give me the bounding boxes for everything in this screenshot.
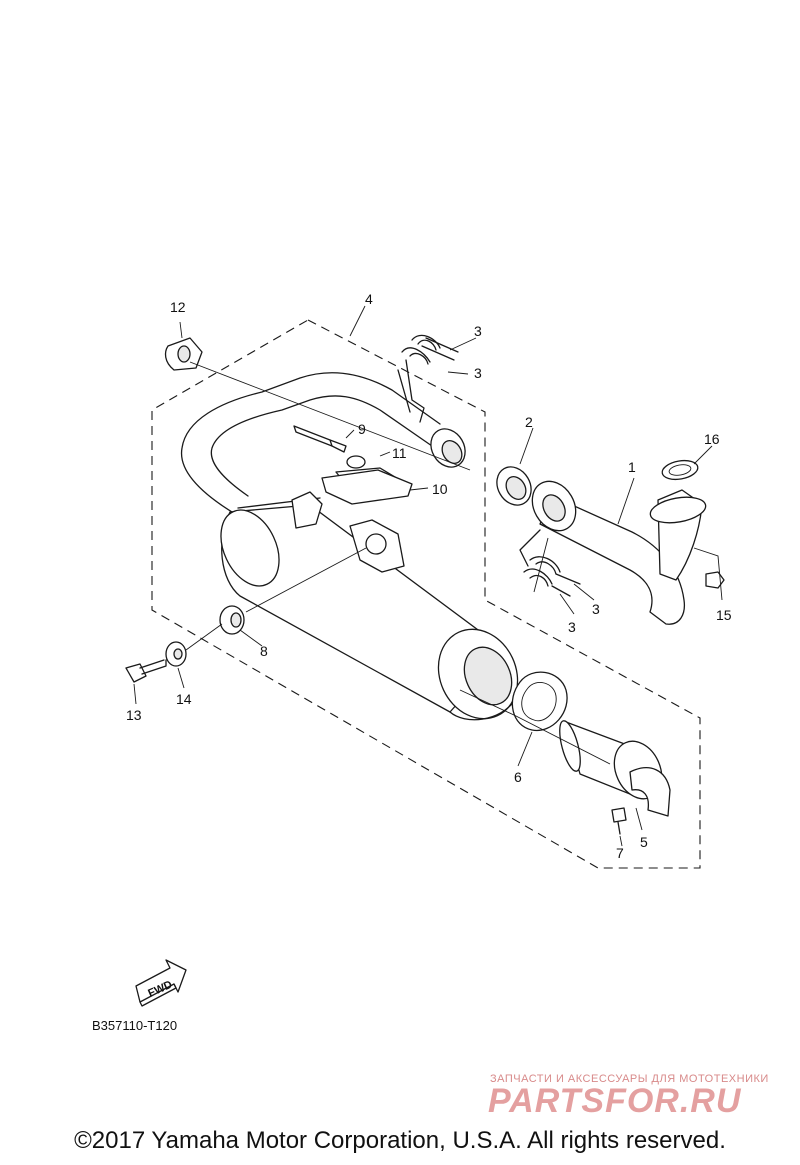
bolt-7 — [611, 807, 627, 835]
exhaust-pipe — [531, 480, 707, 625]
washer-14 — [165, 641, 187, 667]
fwd-arrow-icon: FWD — [135, 959, 187, 1007]
muffler-body — [220, 497, 519, 721]
callout-7: 7 — [616, 845, 624, 861]
bracket-10 — [321, 469, 413, 505]
callout-8: 8 — [260, 643, 268, 659]
callout-4: 4 — [365, 291, 373, 307]
exhaust-springs-upper — [397, 334, 459, 423]
assembly-boundary — [151, 319, 701, 869]
spark-arrester-5 — [559, 720, 671, 817]
leader-lines — [133, 305, 723, 847]
gasket-2 — [496, 466, 532, 506]
callout-10: 10 — [432, 481, 448, 497]
nut-15 — [705, 571, 725, 589]
watermark-brand: PARTSFOR.RU — [488, 1082, 742, 1120]
copyright-notice: ©2017 Yamaha Motor Corporation, U.S.A. A… — [74, 1127, 726, 1154]
callout-13: 13 — [126, 707, 142, 723]
grommet-12 — [164, 337, 203, 371]
callout-3-d: 3 — [568, 619, 576, 635]
callout-3-b: 3 — [474, 365, 482, 381]
callout-3-a: 3 — [474, 323, 482, 339]
gasket-16 — [661, 459, 699, 481]
callout-1: 1 — [628, 459, 636, 475]
callout-11: 11 — [392, 445, 407, 461]
gasket-6 — [511, 671, 568, 732]
callout-6: 6 — [514, 769, 522, 785]
damper-8 — [219, 605, 245, 635]
callout-16: 16 — [704, 431, 720, 447]
callout-5: 5 — [640, 834, 648, 850]
bolt-9 — [293, 425, 347, 453]
callout-15: 15 — [716, 607, 732, 623]
muffler-inlet-pipe — [180, 372, 466, 513]
watermark-tagline: ЗАПЧАСТИ И АКСЕССУАРЫ ДЛЯ МОТОТЕХНИКИ — [490, 1073, 769, 1085]
callout-3-c: 3 — [592, 601, 600, 617]
callout-12: 12 — [170, 299, 186, 315]
washer-11 — [346, 455, 366, 469]
diagram-code: B357110-T120 — [92, 1018, 177, 1033]
bolt-13 — [125, 659, 167, 683]
callout-2: 2 — [525, 414, 533, 430]
callout-14: 14 — [176, 691, 192, 707]
callout-9: 9 — [358, 421, 366, 437]
exhaust-springs-lower — [519, 529, 581, 597]
